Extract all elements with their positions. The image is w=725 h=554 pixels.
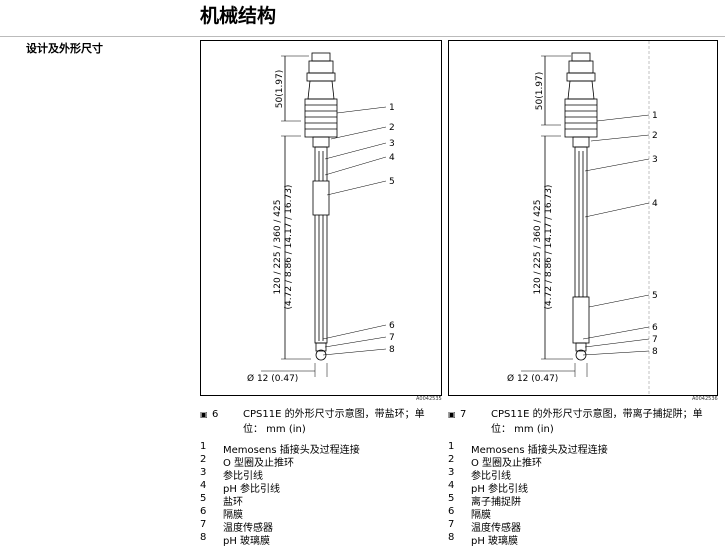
item-number: 1 (448, 441, 455, 452)
figure-7: 50(1.97) 120 / 225 / 360 / 425 (4.72 / 8… (448, 40, 718, 396)
item-number: 8 (448, 532, 455, 543)
item-text: Memosens 插接头及过程连接 (471, 445, 608, 456)
caption-text: CPS11E 的外形尺寸示意图，带离子捕捉阱；单位： mm (in) (491, 409, 703, 435)
callout-5: 5 (652, 291, 658, 301)
callout-7: 7 (389, 333, 395, 343)
callout-3: 3 (652, 155, 658, 165)
callout-6: 6 (652, 323, 658, 333)
dim-top: 50(1.97) (535, 72, 545, 111)
callout-2: 2 (389, 123, 395, 133)
dim-diameter: Ø 12 (0.47) (507, 373, 558, 384)
figure-6-caption: ▣ 6 CPS11E 的外形尺寸示意图，带盐环；单位： mm (in) (200, 407, 445, 437)
dim-length-in: (4.72 / 8.86 / 14.17 / 16.73) (284, 185, 294, 310)
item-text: 盐环 (223, 497, 243, 508)
figure-7-drawing: 50(1.97) 120 / 225 / 360 / 425 (4.72 / 8… (507, 41, 658, 395)
callout-4: 4 (652, 199, 658, 209)
callout-8: 8 (389, 345, 395, 355)
dim-length-mm: 120 / 225 / 360 / 425 (273, 200, 283, 295)
item-number: 4 (448, 480, 455, 491)
item-text: O 型圈及止推环 (471, 458, 543, 469)
item-number: 6 (448, 506, 455, 517)
item-number: 7 (200, 519, 207, 530)
dim-diameter: Ø 12 (0.47) (247, 373, 298, 384)
item-number: 5 (200, 493, 207, 504)
item-text: 温度传感器 (471, 523, 521, 534)
item-number: 3 (448, 467, 455, 478)
figure-7-code: A0042536 (692, 396, 718, 402)
item-text: Memosens 插接头及过程连接 (223, 445, 360, 456)
figure-6-code: A0042535 (416, 396, 442, 402)
item-number: 6 (200, 506, 207, 517)
page-title: 机械结构 (200, 5, 277, 27)
callout-2: 2 (652, 131, 658, 141)
item-number: 5 (448, 493, 455, 504)
item-text: 温度传感器 (223, 523, 273, 534)
figure-icon: ▣ (448, 410, 456, 419)
callout-3: 3 (389, 139, 395, 149)
callout-7: 7 (652, 335, 658, 345)
caption-number: 6 (212, 409, 219, 420)
item-number: 8 (200, 532, 207, 543)
item-number: 2 (200, 454, 207, 465)
callout-1: 1 (652, 111, 658, 121)
item-number: 4 (200, 480, 207, 491)
item-number: 7 (448, 519, 455, 530)
callout-1: 1 (389, 103, 395, 113)
section-divider (0, 36, 725, 37)
callout-5: 5 (389, 177, 395, 187)
item-text: 隔膜 (223, 510, 243, 521)
section-label: 设计及外形尺寸 (26, 42, 103, 55)
item-text: pH 玻璃膜 (223, 536, 271, 547)
item-text: 隔膜 (471, 510, 491, 521)
item-number: 3 (200, 467, 207, 478)
item-text: 参比引线 (223, 471, 263, 482)
item-number: 2 (448, 454, 455, 465)
item-text: 离子捕捉阱 (471, 497, 521, 508)
figure-6-drawing: 50(1.97) 120 / 225 / 360 / 425 (4.72 / 8… (247, 52, 395, 384)
item-text: 参比引线 (471, 471, 511, 482)
figure-icon: ▣ (200, 410, 208, 419)
callout-8: 8 (652, 347, 658, 357)
caption-text: CPS11E 的外形尺寸示意图，带盐环；单位： mm (in) (243, 409, 425, 435)
item-text: pH 玻璃膜 (471, 536, 519, 547)
callout-4: 4 (389, 153, 395, 163)
dim-length-mm: 120 / 225 / 360 / 425 (533, 200, 543, 295)
dim-length-in: (4.72 / 8.86 / 14.17 / 16.73) (544, 185, 554, 310)
item-text: pH 参比引线 (471, 484, 529, 495)
figure-6-legend: 1 Memosens 插接头及过程连接 2 O 型圈及止推环 3 参比引线 4 pH 参… (200, 441, 440, 553)
figure-7-legend: 1 Memosens 插接头及过程连接 2 O 型圈及止推环 3 参比引线 4 pH 参… (448, 441, 716, 553)
item-text: pH 参比引线 (223, 484, 281, 495)
figure-7-caption: ▣ 7 CPS11E 的外形尺寸示意图，带离子捕捉阱；单位： mm (in) (448, 407, 718, 437)
dim-top: 50(1.97) (275, 70, 285, 109)
caption-number: 7 (460, 409, 467, 420)
item-number: 1 (200, 441, 207, 452)
callout-6: 6 (389, 321, 395, 331)
item-text: O 型圈及止推环 (223, 458, 295, 469)
figure-6: 50(1.97) 120 / 225 / 360 / 425 (4.72 / 8… (200, 40, 442, 396)
